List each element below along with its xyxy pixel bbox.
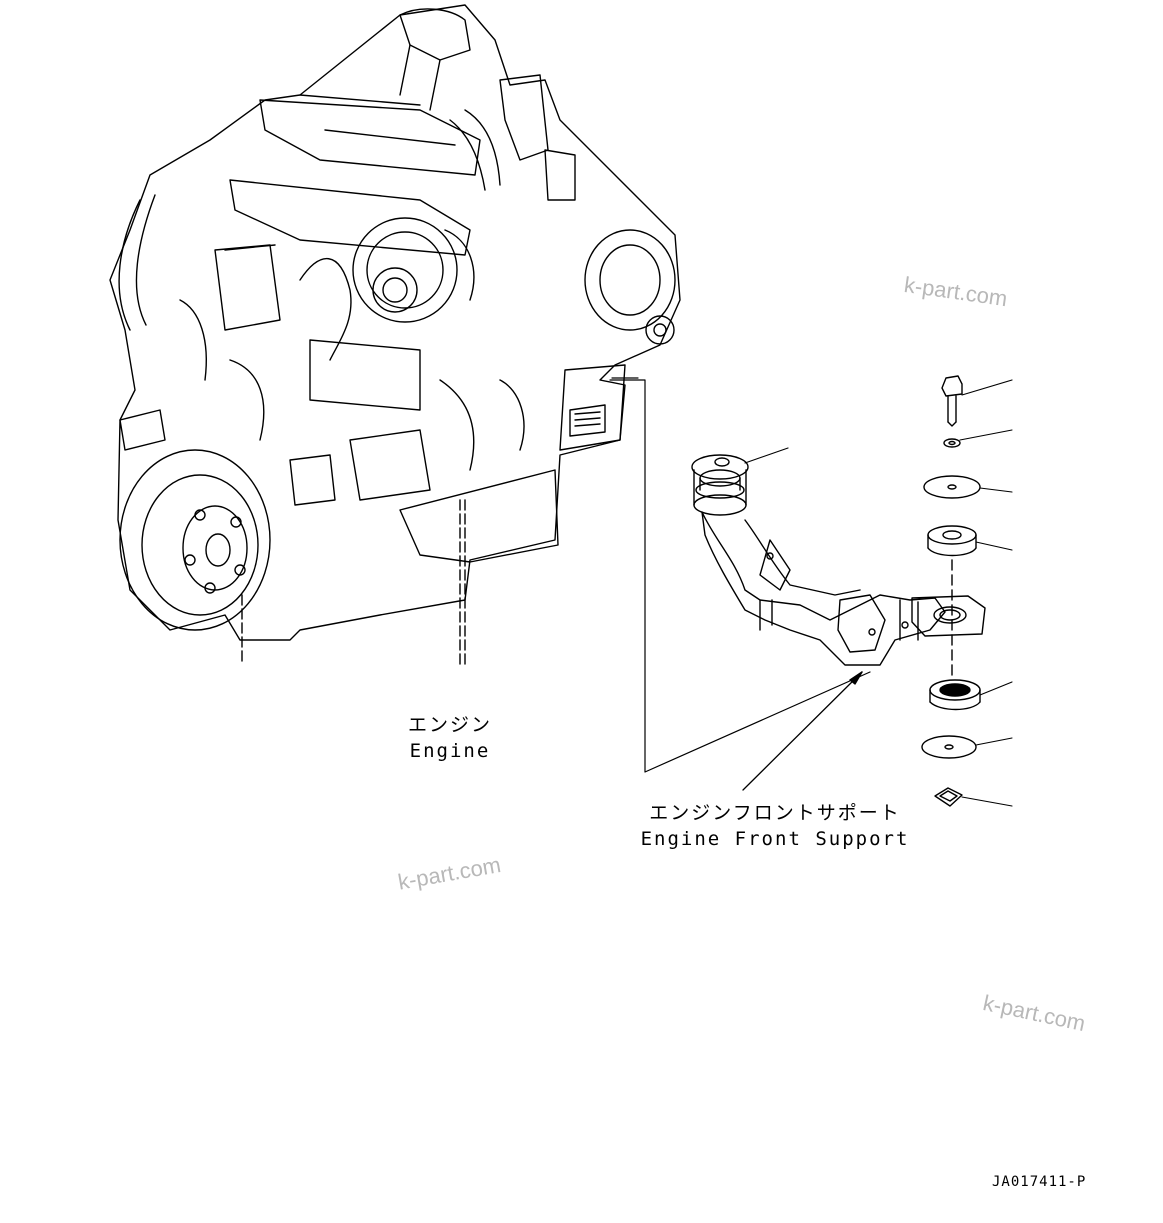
engine-label: エンジン Engine (380, 712, 520, 764)
engine-drawing (109, 4, 681, 666)
exploded-parts-stack (744, 375, 1013, 807)
front-support-bracket (691, 454, 986, 791)
engine-leader-line (609, 379, 871, 773)
support-label: エンジンフロントサポート Engine Front Support (640, 800, 910, 852)
drawing-code: JA017411-P (992, 1174, 1087, 1190)
engine-label-en: Engine (409, 740, 491, 762)
support-label-en: Engine Front Support (640, 828, 910, 850)
engine-label-jp: エンジン (407, 714, 492, 736)
support-label-jp: エンジンフロントサポート (649, 802, 901, 824)
